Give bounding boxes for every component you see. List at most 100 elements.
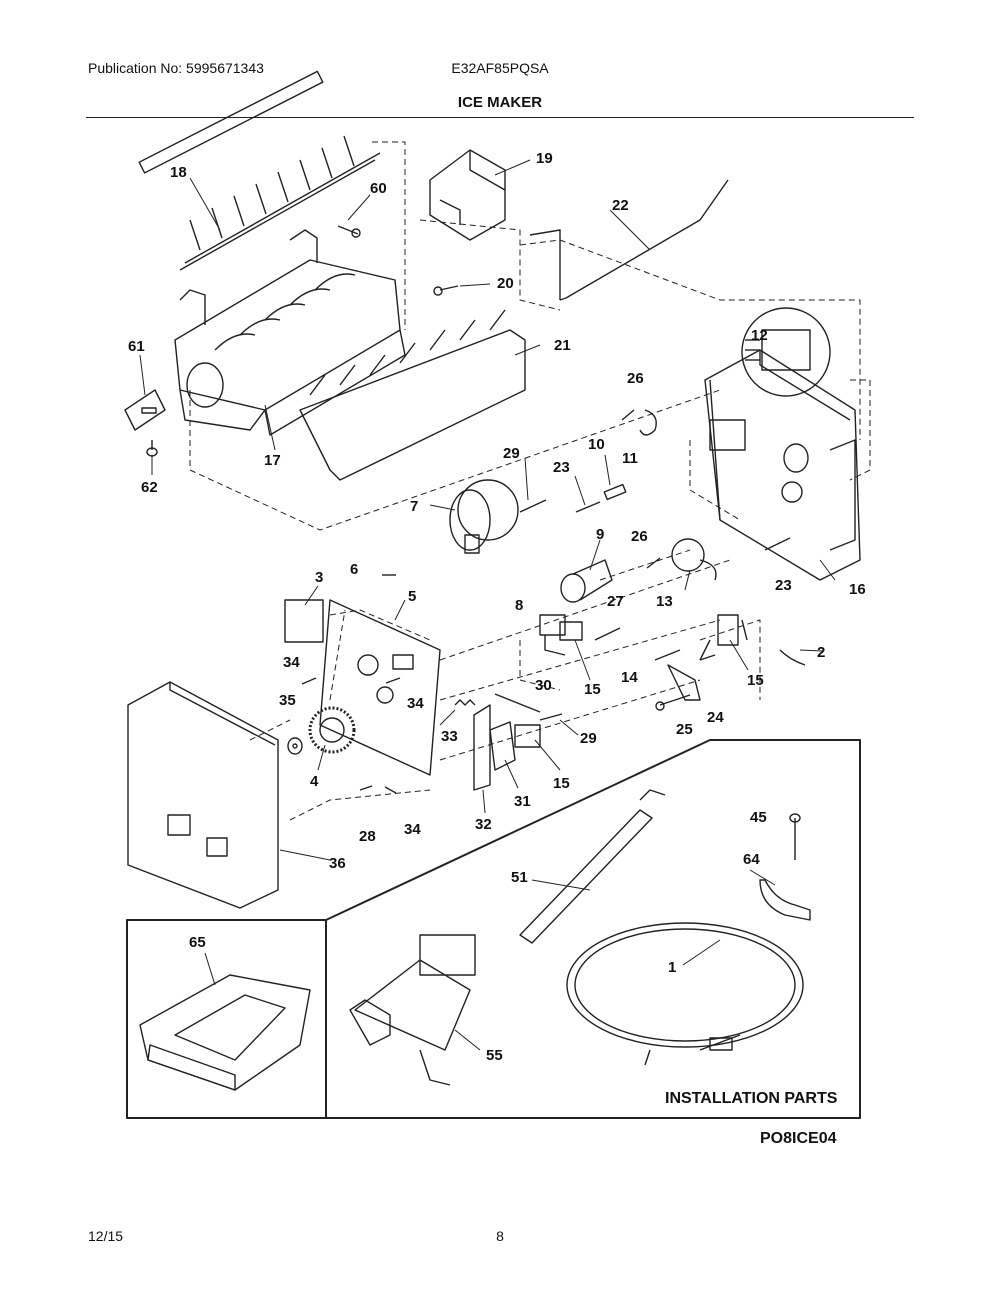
callout-55: 55 [486, 1047, 503, 1064]
screw-26-lower [646, 557, 661, 569]
screw-23-upper [575, 501, 601, 513]
callout-1: 1 [668, 959, 676, 976]
callout-13: 13 [656, 593, 673, 610]
model-number: E32AF85PQSA [451, 60, 549, 76]
ejector-shaft-18 [138, 70, 381, 271]
callout-22: 22 [612, 197, 629, 214]
installation-parts-frame [126, 739, 861, 1119]
ice-mold-17 [174, 229, 406, 436]
drawing-code: PO8ICE04 [760, 1130, 837, 1147]
screw-29-upper [519, 499, 547, 513]
callout-18: 18 [170, 164, 187, 181]
stripper-21 [299, 309, 526, 481]
leader-lines [139, 159, 836, 1051]
callout-34-lower: 34 [404, 821, 421, 838]
gear-4 [308, 706, 356, 754]
wire-2 [779, 649, 806, 666]
callout-51: 51 [511, 869, 528, 886]
callout-30: 30 [535, 677, 552, 694]
callout-65: 65 [189, 934, 206, 951]
water-line-1 [566, 922, 804, 1066]
callout-16: 16 [849, 581, 866, 598]
screw-34-lower [384, 786, 397, 794]
callout-15-center: 15 [584, 681, 601, 698]
switch-8 [539, 614, 566, 656]
switch-15-center [559, 621, 583, 641]
callout-62: 62 [141, 479, 158, 496]
washer-35 [287, 737, 303, 755]
publication-number: Publication No: 5995671343 [88, 60, 264, 76]
callout-14: 14 [621, 669, 638, 686]
callout-28: 28 [359, 828, 376, 845]
callout-4: 4 [310, 773, 319, 790]
mounting-plate-5 [319, 599, 441, 776]
screw-26-upper [621, 409, 635, 421]
callout-60: 60 [370, 180, 387, 197]
callout-9: 9 [596, 526, 604, 543]
screw-27 [594, 627, 621, 641]
screw-45 [789, 813, 801, 860]
callout-15-right: 15 [747, 672, 764, 689]
page-title: ICE MAKER [457, 94, 543, 111]
screw-23-lower [764, 537, 791, 551]
screw-34-left [301, 677, 317, 685]
switch-15-right [717, 614, 748, 646]
callout-8: 8 [515, 597, 523, 614]
callout-34-left: 34 [283, 654, 300, 671]
callout-26-lower: 26 [631, 528, 648, 545]
footer-date: 12/15 [88, 1228, 124, 1244]
lever-24 [667, 639, 716, 701]
callout-45: 45 [750, 809, 767, 826]
wire-connector-12 [741, 307, 831, 397]
spring-33 [454, 699, 476, 706]
callout-3: 3 [315, 569, 323, 586]
motor-7 [449, 479, 519, 554]
screw-28 [359, 785, 373, 791]
fill-tube-51 [519, 789, 666, 944]
callout-36: 36 [329, 855, 346, 872]
installation-parts-label: INSTALLATION PARTS [665, 1090, 838, 1107]
callout-labels: 18 60 19 22 20 61 21 12 17 62 26 29 10 2… [128, 150, 866, 1147]
callout-21: 21 [554, 337, 571, 354]
callout-33: 33 [441, 728, 458, 745]
water-valve-55 [349, 934, 476, 1086]
callout-10: 10 [588, 436, 605, 453]
callout-11: 11 [622, 450, 638, 467]
screw-25 [655, 694, 691, 711]
callout-29-lower: 29 [580, 730, 597, 747]
callout-26-upper: 26 [627, 370, 644, 387]
screw-34-upper [385, 677, 401, 684]
screw-30 [494, 693, 541, 713]
callout-17: 17 [264, 452, 281, 469]
callout-23-lower: 23 [775, 577, 792, 594]
housing-16 [704, 349, 861, 581]
callout-20: 20 [497, 275, 514, 292]
callout-34-upper: 34 [407, 695, 424, 712]
callout-19: 19 [536, 150, 553, 167]
mold-heater-bracket-61 [124, 389, 166, 431]
bracket-32 [473, 704, 491, 791]
wire-clip-11 [639, 409, 657, 436]
insulator-3 [284, 599, 324, 643]
callout-5: 5 [408, 588, 416, 605]
callout-31: 31 [514, 793, 531, 810]
screw-60 [337, 225, 361, 238]
screw-62 [146, 440, 158, 457]
switch-actuator-9 [560, 559, 613, 603]
callout-29-upper: 29 [503, 445, 520, 462]
callout-24: 24 [707, 709, 724, 726]
thermostat-13 [671, 538, 717, 581]
mold-cover-19 [429, 149, 506, 241]
callout-6: 6 [350, 561, 358, 578]
callout-15-lower: 15 [553, 775, 570, 792]
bracket-31 [489, 721, 516, 771]
screw-20 [433, 285, 459, 296]
clamp-64 [759, 879, 811, 921]
screw-14 [654, 649, 681, 661]
callout-61: 61 [128, 338, 145, 355]
shutoff-arm-22 [529, 179, 729, 301]
callout-35: 35 [279, 692, 296, 709]
callout-23-upper: 23 [553, 459, 570, 476]
header-rule [86, 117, 914, 118]
